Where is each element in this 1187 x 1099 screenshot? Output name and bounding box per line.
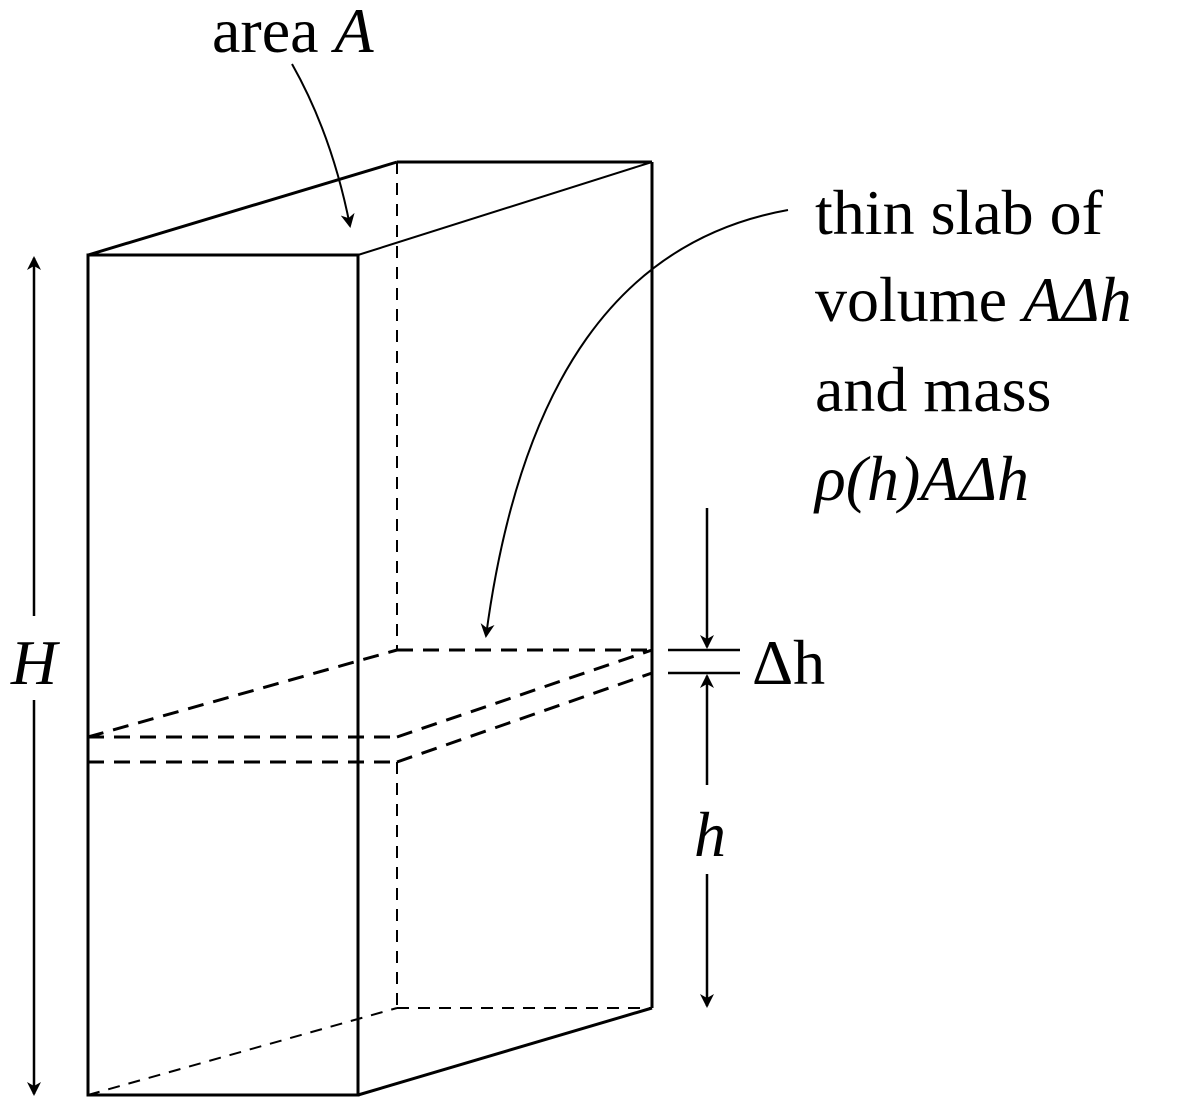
slab-label-line1: thin slab of [815, 177, 1104, 248]
slab-bottom-right [396, 671, 653, 764]
slab-annotation: thin slab of volume AΔh and mass ρ(h)AΔh [480, 177, 1132, 638]
slab-top-left [87, 648, 398, 739]
prism-hidden-edges [87, 162, 652, 1096]
height-dimension: H [10, 256, 61, 1096]
prism-solid-edges [86, 160, 654, 1097]
delta-h-label: Δh [752, 627, 825, 698]
slab-top-right [396, 648, 653, 739]
slab-pointer-arrow [480, 209, 789, 638]
hidden-bottom-left-edge [87, 1007, 398, 1096]
height-label: H [10, 627, 61, 698]
slab-label-line4: ρ(h)AΔh [813, 443, 1029, 514]
area-pointer-arrow [291, 63, 355, 228]
h-label: h [694, 799, 726, 870]
area-label: area A [212, 0, 375, 66]
prism-bottom-right-edge [357, 1006, 653, 1097]
prism-top-back-edge-left [87, 160, 398, 257]
prism-front-face [86, 253, 360, 1097]
slab-label-line2: volume AΔh [815, 264, 1132, 335]
delta-h-dimension: Δh [668, 508, 825, 785]
thin-slab [87, 648, 653, 764]
slab-label-line3: and mass [815, 354, 1051, 425]
prism-top-right-edge [357, 161, 653, 256]
area-annotation: area A [212, 0, 375, 228]
h-dimension: h [694, 799, 726, 1008]
